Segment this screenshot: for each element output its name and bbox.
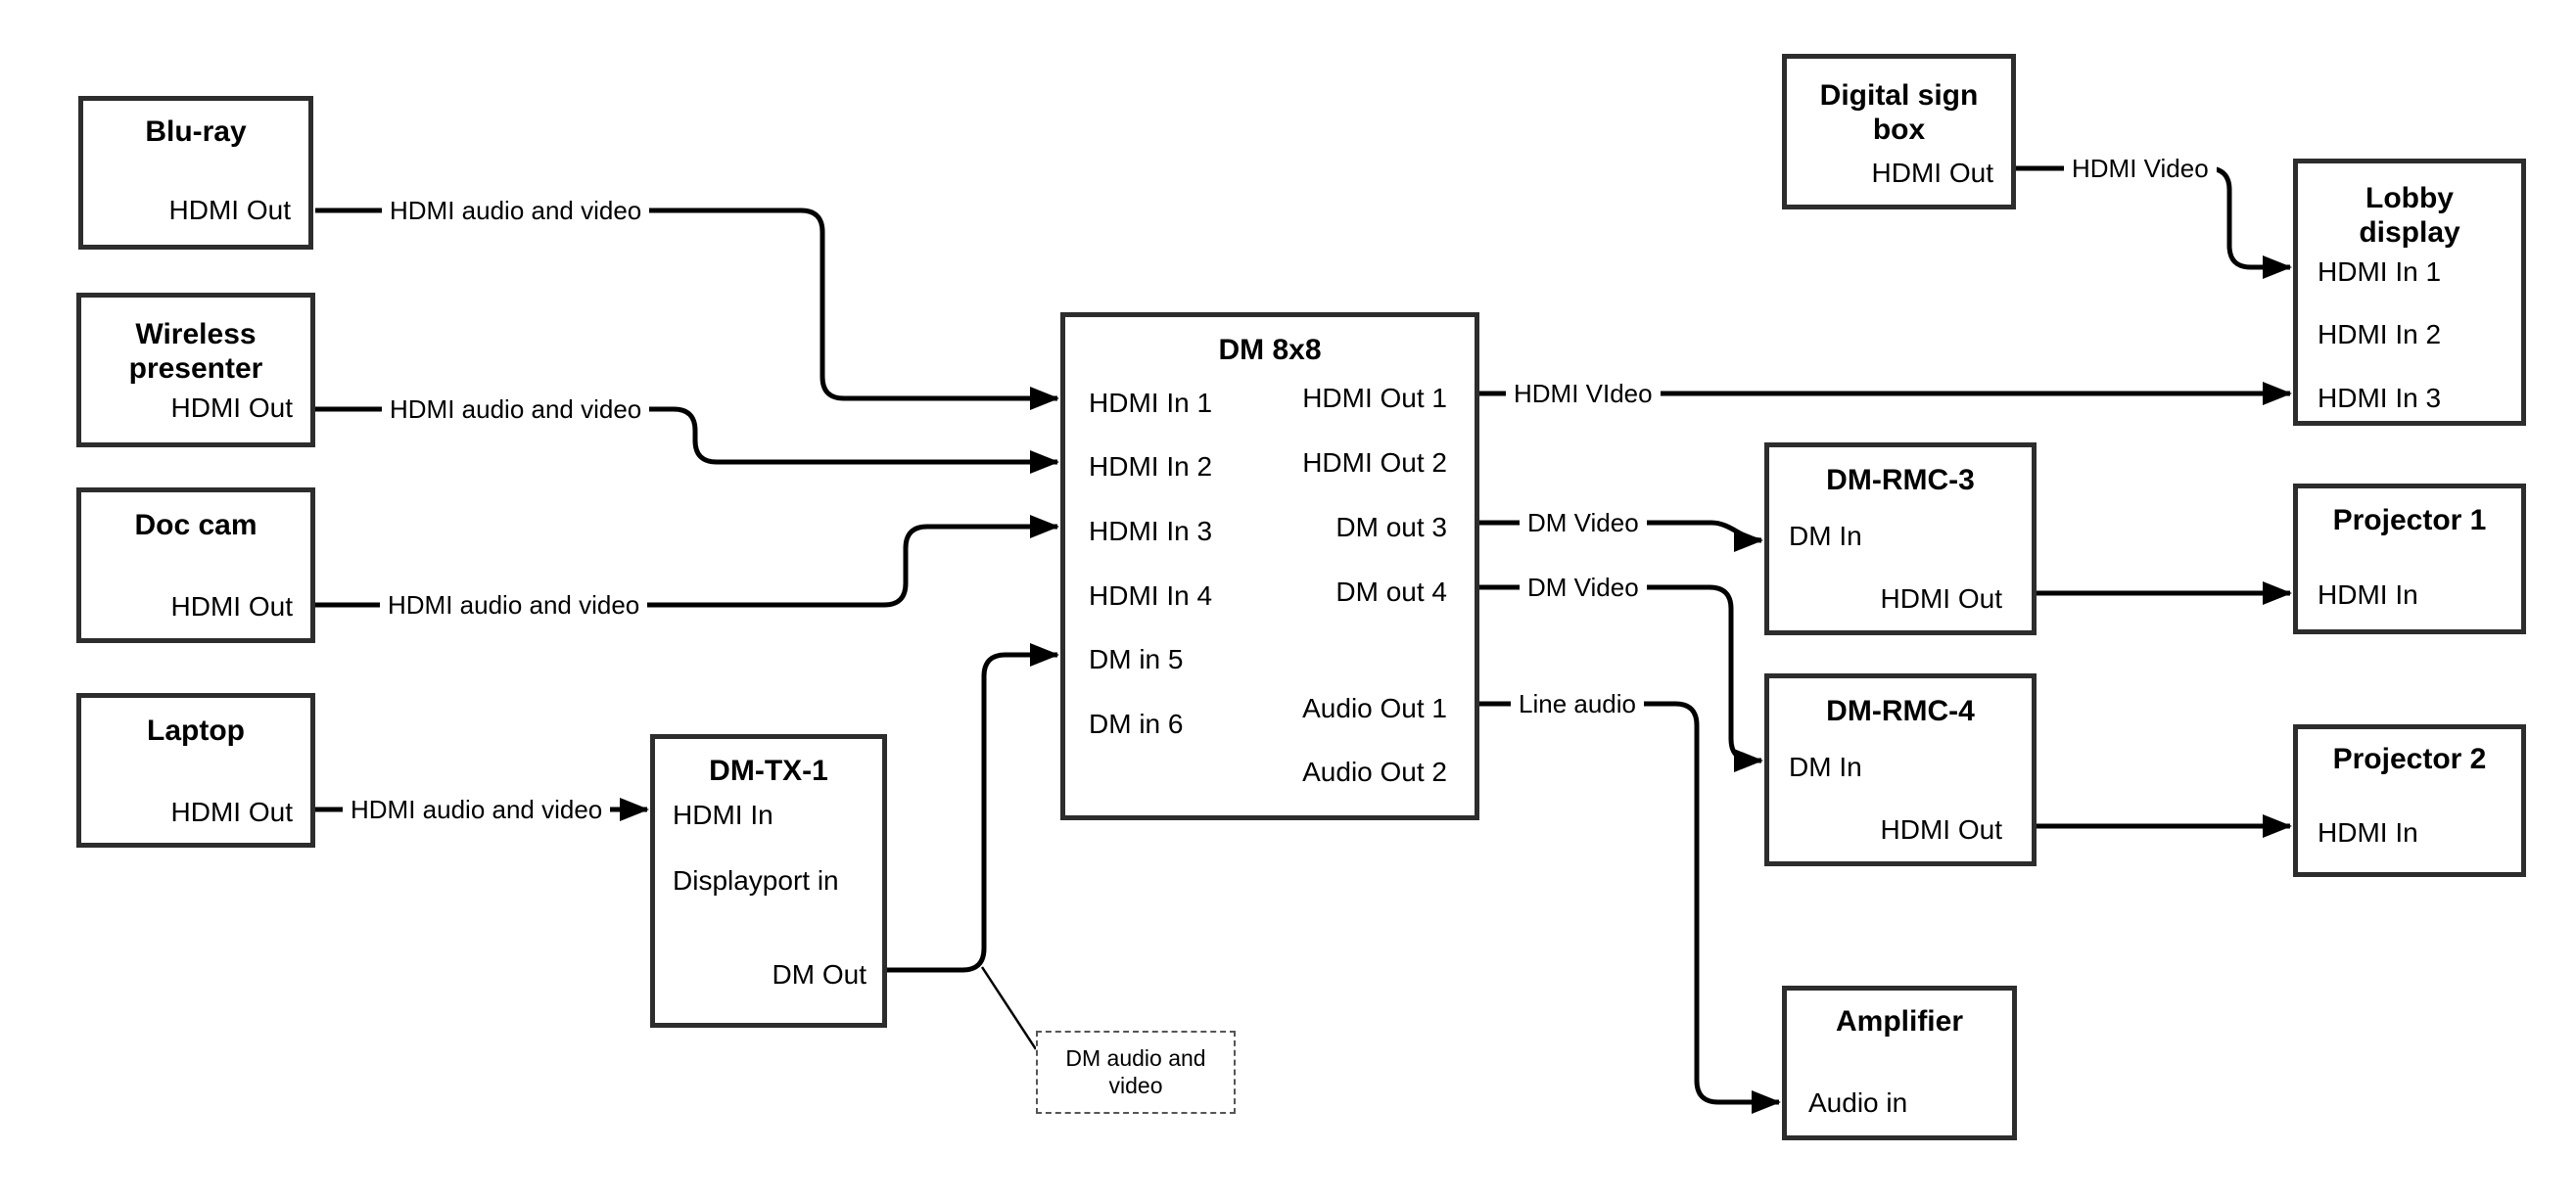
port-dm8x8-dm-out-3: DM out 3 xyxy=(1335,512,1447,542)
node-doc-cam: Doc cam HDMI Out xyxy=(76,487,315,643)
node-dm-rmc-4-title: DM-RMC-4 xyxy=(1826,695,1975,727)
port-dm8x8-hdmi-out-2: HDMI Out 2 xyxy=(1302,447,1447,478)
node-dm-rmc-4: DM-RMC-4 DM In HDMI Out xyxy=(1764,673,2037,866)
node-lobby-display: Lobby display HDMI In 1 HDMI In 2 HDMI I… xyxy=(2293,159,2526,426)
node-digital-sign-box: Digital sign box HDMI Out xyxy=(1782,54,2016,209)
node-lobby-display-title: Lobby display xyxy=(2359,182,2460,249)
node-wireless-presenter-title: Wireless presenter xyxy=(128,318,263,385)
wire-label-dm-video-out3: DM Video xyxy=(1520,508,1647,537)
node-wireless-presenter: Wireless presenter HDMI Out xyxy=(76,293,315,447)
node-doc-cam-title: Doc cam xyxy=(134,509,258,541)
wire-label-doccam-hdmi-av: HDMI audio and video xyxy=(380,590,648,620)
port-doccam-hdmi-out: HDMI Out xyxy=(170,591,293,622)
node-bluray: Blu-ray HDMI Out xyxy=(78,96,313,250)
wire-label-hdmi-video-out1: HDMI VIdeo xyxy=(1506,379,1661,408)
port-dm8x8-audio-out-2: Audio Out 2 xyxy=(1302,757,1447,787)
node-laptop-title: Laptop xyxy=(147,715,245,747)
connector-bluray-to-dm8x8-hdmi-in-1 xyxy=(315,208,1059,410)
port-dm8x8-hdmi-in-2: HDMI In 2 xyxy=(1089,451,1213,482)
annotation-leader-line xyxy=(980,966,1038,1050)
node-dm-tx-1: DM-TX-1 HDMI In Displayport in DM Out xyxy=(650,734,887,1028)
port-lobby-hdmi-in-1: HDMI In 1 xyxy=(2318,256,2442,287)
port-dmtx1-displayport-in: Displayport in xyxy=(673,865,839,896)
port-wireless-hdmi-out: HDMI Out xyxy=(170,393,293,423)
node-amplifier-title: Amplifier xyxy=(1835,1005,1964,1038)
wire-label-bluray-hdmi-av: HDMI audio and video xyxy=(382,196,650,225)
connector-doccam-to-dm8x8-hdmi-in-3 xyxy=(313,515,1059,608)
connector-dm8x8-audio-out-1-to-amplifier-audio-in xyxy=(1479,701,1781,1114)
node-projector-1: Projector 1 HDMI In xyxy=(2293,484,2526,634)
node-dm-rmc-3: DM-RMC-3 DM In HDMI Out xyxy=(1764,442,2037,635)
connector-digital-sign-to-lobby-hdmi-in-1 xyxy=(2016,165,2292,279)
port-dmrmc4-dm-in: DM In xyxy=(1789,752,1862,782)
port-projector2-hdmi-in: HDMI In xyxy=(2318,817,2418,848)
connector-dm8x8-dm-out-3-to-dmrmc3-dm-in xyxy=(1479,520,1763,552)
connector-wireless-to-dm8x8-hdmi-in-2 xyxy=(315,406,1059,474)
wire-label-laptop-hdmi-av: HDMI audio and video xyxy=(343,795,611,824)
connector-dm8x8-dm-out-4-to-dmrmc4-dm-in xyxy=(1479,584,1763,772)
wire-label-line-audio: Line audio xyxy=(1511,689,1644,718)
node-amplifier: Amplifier Audio in xyxy=(1782,986,2017,1140)
node-digital-sign-box-title: Digital sign box xyxy=(1819,79,1979,146)
port-dm8x8-hdmi-out-1: HDMI Out 1 xyxy=(1302,383,1447,413)
node-dm-8x8: DM 8x8 HDMI In 1 HDMI In 2 HDMI In 3 HDM… xyxy=(1060,312,1479,820)
port-lobby-hdmi-in-2: HDMI In 2 xyxy=(2318,319,2442,349)
node-dm-tx-1-title: DM-TX-1 xyxy=(709,755,828,787)
node-dm-8x8-title: DM 8x8 xyxy=(1218,334,1322,366)
node-projector-2: Projector 2 HDMI In xyxy=(2293,724,2526,877)
wire-label-wireless-hdmi-av: HDMI audio and video xyxy=(382,394,650,424)
port-dm8x8-dm-in-5: DM in 5 xyxy=(1089,644,1184,674)
port-digitalsign-hdmi-out: HDMI Out xyxy=(1871,158,1993,188)
port-dmtx1-dm-out: DM Out xyxy=(772,959,866,990)
port-dmrmc4-hdmi-out: HDMI Out xyxy=(1880,814,2002,845)
port-dm8x8-audio-out-1: Audio Out 1 xyxy=(1302,693,1447,723)
port-dm8x8-hdmi-in-1: HDMI In 1 xyxy=(1089,388,1213,418)
port-dm8x8-dm-in-6: DM in 6 xyxy=(1089,709,1184,739)
node-dm-rmc-3-title: DM-RMC-3 xyxy=(1826,464,1975,496)
port-dm8x8-hdmi-in-4: HDMI In 4 xyxy=(1089,580,1213,611)
node-projector-1-title: Projector 1 xyxy=(2332,504,2487,536)
node-laptop: Laptop HDMI Out xyxy=(76,693,315,848)
annotation-note-dm-audio-and-video: DM audio and video xyxy=(1036,1031,1236,1114)
port-bluray-hdmi-out: HDMI Out xyxy=(168,195,291,225)
node-projector-2-title: Projector 2 xyxy=(2332,743,2487,775)
port-dmrmc3-hdmi-out: HDMI Out xyxy=(1880,583,2002,614)
node-bluray-title: Blu-ray xyxy=(145,115,247,148)
connector-dmtx1-dm-out-to-dm8x8-dm-in-5 xyxy=(887,643,1059,973)
port-projector1-hdmi-in: HDMI In xyxy=(2318,579,2418,610)
port-amplifier-audio-in: Audio in xyxy=(1808,1087,1908,1118)
port-lobby-hdmi-in-3: HDMI In 3 xyxy=(2318,383,2442,413)
port-dmrmc3-dm-in: DM In xyxy=(1789,521,1862,551)
port-dm8x8-hdmi-in-3: HDMI In 3 xyxy=(1089,516,1213,546)
wire-label-dm-video-out4: DM Video xyxy=(1520,573,1647,602)
wire-label-digitalsign-hdmi-video: HDMI Video xyxy=(2064,154,2217,183)
port-laptop-hdmi-out: HDMI Out xyxy=(170,797,293,827)
port-dm8x8-dm-out-4: DM out 4 xyxy=(1335,577,1447,607)
port-dmtx1-hdmi-in: HDMI In xyxy=(673,800,773,830)
